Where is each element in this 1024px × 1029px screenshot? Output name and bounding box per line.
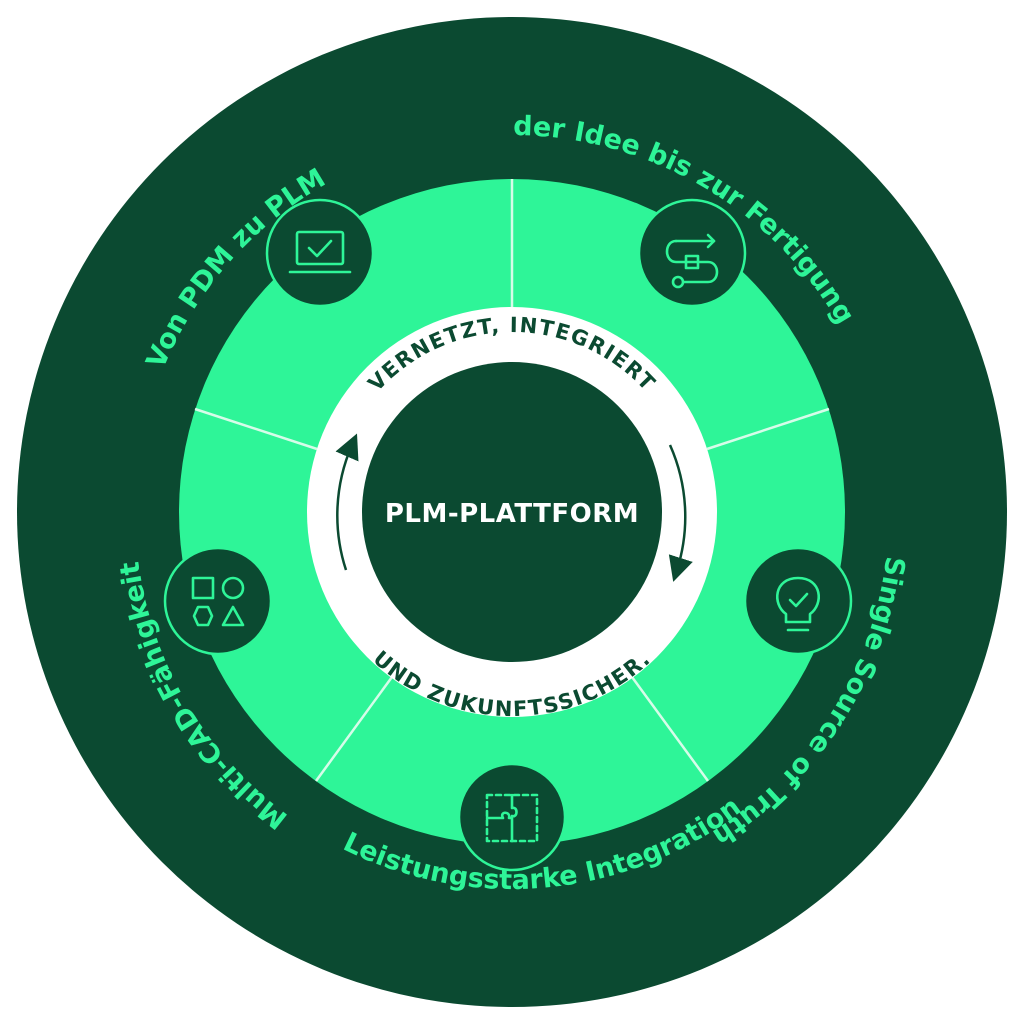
arrow-right-icon [668, 444, 693, 582]
divider-bottom-right [630, 676, 710, 782]
lightbulb-check-icon [743, 546, 853, 656]
divider-left [194, 407, 318, 451]
center-circle [362, 362, 662, 662]
shapes-icon [163, 546, 273, 656]
center-title: PLM-PLATTFORM [385, 499, 639, 529]
arrow-left-icon [335, 433, 359, 571]
divider-right [706, 407, 830, 451]
divider-bottom-left [314, 676, 394, 782]
workflow-path-icon [637, 198, 747, 308]
puzzle-icon [457, 762, 567, 872]
segment-dividers [194, 179, 830, 782]
laptop-check-icon [265, 198, 375, 308]
